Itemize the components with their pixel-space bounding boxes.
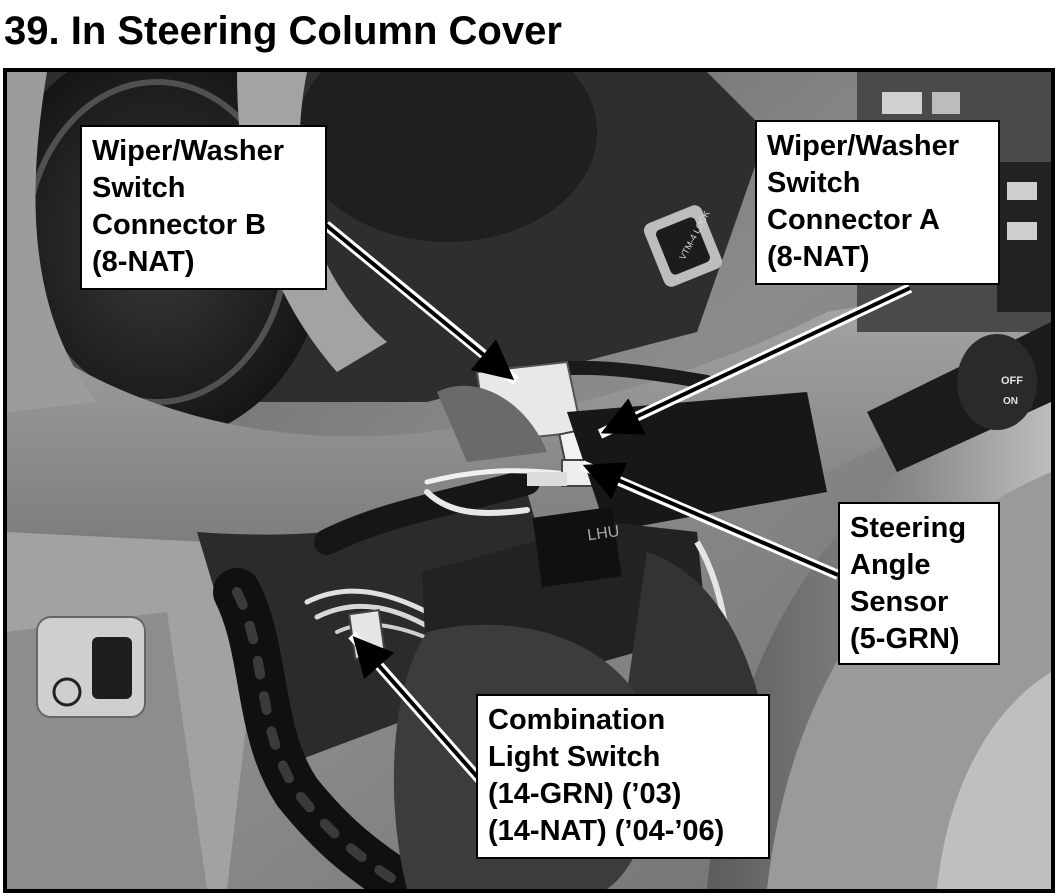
- callout-light-switch: Combination Light Switch (14-GRN) (’03) …: [476, 694, 770, 859]
- callout-connector-b-line-3: Connector B: [92, 209, 266, 241]
- callout-light-switch-line-4: (14-NAT) (’04-’06): [488, 815, 725, 847]
- callout-connector-a-line-4: (8-NAT): [767, 241, 870, 273]
- callout-connector-a-line-2: Switch: [767, 167, 861, 199]
- callout-connector-b-line-2: Switch: [92, 172, 186, 204]
- callout-light-switch-line-3: (14-GRN) (’03): [488, 778, 682, 810]
- combination-light-switch-connector: [347, 608, 387, 660]
- callout-connector-a: Wiper/Washer Switch Connector A (8-NAT): [755, 120, 1000, 285]
- callout-connector-a-line-3: Connector A: [767, 204, 940, 236]
- callout-angle-sensor-line-3: Sensor: [850, 586, 949, 618]
- callout-connector-b-line-4: (8-NAT): [92, 246, 195, 278]
- callout-angle-sensor-line-1: Steering: [850, 512, 967, 544]
- callout-angle-sensor-line-2: Angle: [850, 549, 931, 581]
- stalk-on-label: ON: [1003, 396, 1018, 407]
- wiper-stalk: OFF ON: [867, 322, 1051, 472]
- stalk-off-label: OFF: [1001, 375, 1023, 387]
- callout-light-switch-line-2: Light Switch: [488, 741, 661, 773]
- callout-connector-b: Wiper/Washer Switch Connector B (8-NAT): [80, 125, 327, 290]
- dimmer-switch: [36, 616, 146, 718]
- callout-connector-a-line-1: Wiper/Washer: [767, 130, 960, 162]
- callout-angle-sensor: Steering Angle Sensor (5-GRN): [838, 502, 1000, 665]
- page-title: 39. In Steering Column Cover: [4, 9, 562, 53]
- callout-angle-sensor-line-4: (5-GRN): [850, 623, 960, 655]
- callout-connector-b-line-1: Wiper/Washer: [92, 135, 285, 167]
- vtm4-lock-button: VTM-4 LOCK: [643, 205, 723, 287]
- callout-light-switch-line-1: Combination: [488, 704, 666, 736]
